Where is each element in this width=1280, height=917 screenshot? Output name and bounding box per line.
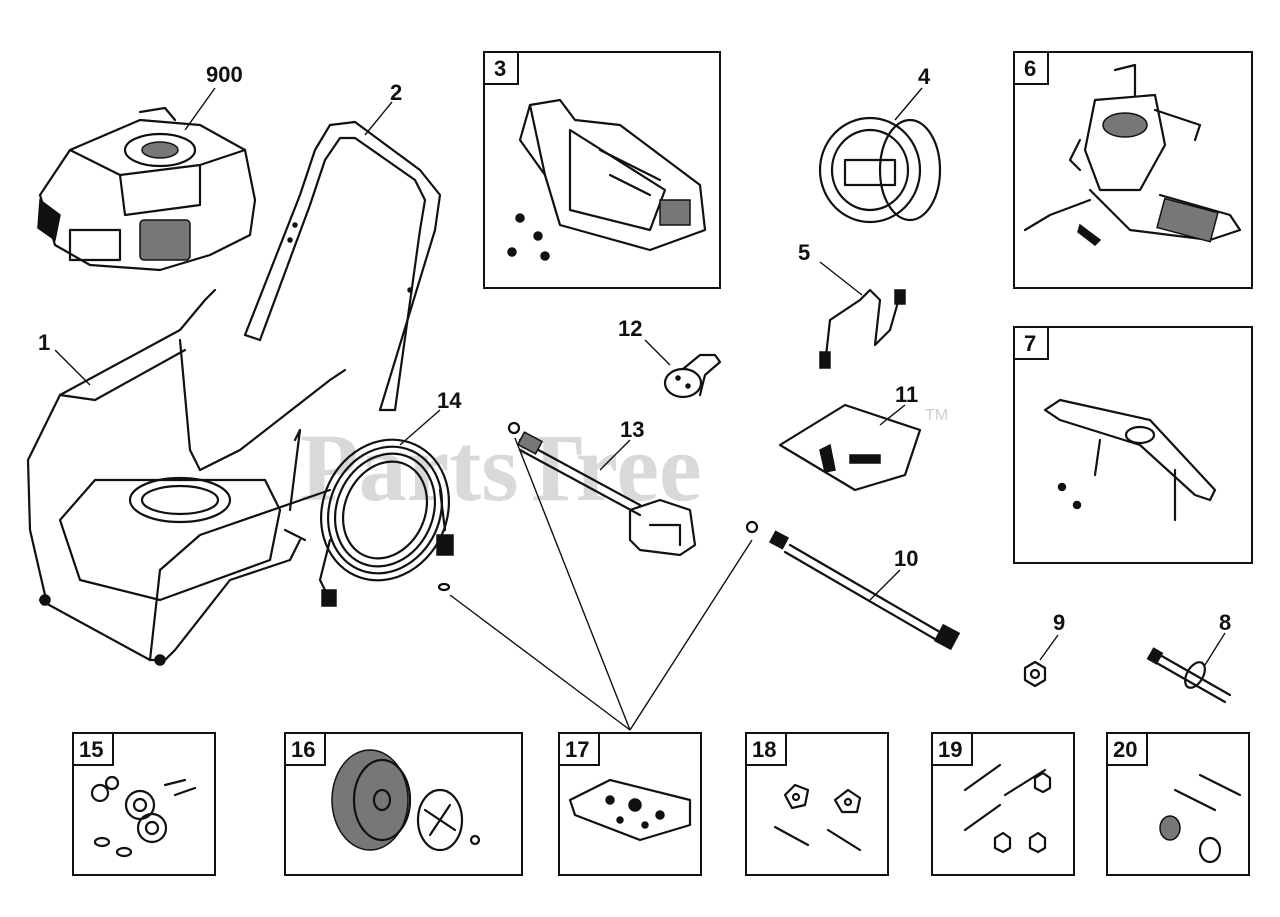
callout-1: 1 — [38, 330, 50, 355]
callout-2: 2 — [390, 80, 402, 105]
part-3-control-panel[interactable] — [507, 98, 707, 261]
part-10-wand[interactable] — [745, 520, 961, 651]
part-14-hose[interactable] — [298, 419, 471, 607]
part-6-pump[interactable] — [1023, 63, 1242, 246]
callout-13: 13 — [620, 417, 644, 442]
part-20-hardware[interactable] — [1159, 773, 1242, 864]
box-15-tag — [72, 732, 114, 766]
box-18-tag — [745, 732, 787, 766]
box-15-label: 15 — [79, 737, 103, 762]
box-3-label: 3 — [494, 56, 506, 81]
box-3 — [483, 51, 721, 289]
part-12-nozzle[interactable] — [663, 353, 722, 399]
part-8-axle[interactable] — [1146, 647, 1232, 704]
box-6-tag — [1013, 51, 1049, 85]
callout-11: 11 — [895, 382, 918, 407]
callout-5: 5 — [798, 240, 810, 265]
box-20-label: 20 — [1113, 737, 1137, 762]
callout-8: 8 — [1219, 610, 1231, 635]
box-3-tag — [483, 51, 519, 85]
callout-12: 12 — [618, 316, 642, 341]
box-16-tag — [284, 732, 326, 766]
part-13-spray-gun[interactable] — [507, 421, 697, 557]
callout-10: 10 — [894, 546, 918, 571]
box-7-label: 7 — [1024, 331, 1036, 356]
box-6 — [1013, 51, 1253, 289]
callout-14: 14 — [437, 388, 462, 413]
part-1-frame[interactable] — [26, 288, 347, 666]
part-7-bracket[interactable] — [1043, 398, 1217, 522]
part-19-hardware[interactable] — [963, 763, 1052, 854]
part-15-bearing-kit[interactable] — [90, 775, 197, 858]
box-18-label: 18 — [752, 737, 776, 762]
box-17-tag — [558, 732, 600, 766]
box-6-label: 6 — [1024, 56, 1036, 81]
kit-17-leaders — [449, 437, 753, 731]
part-16-wheel[interactable] — [331, 749, 481, 852]
part-17-plate[interactable] — [568, 778, 692, 842]
box-19-label: 19 — [938, 737, 962, 762]
callout-9: 9 — [1053, 610, 1065, 635]
box-19-tag — [931, 732, 973, 766]
box-16-label: 16 — [291, 737, 315, 762]
box-17-label: 17 — [565, 737, 589, 762]
box-7 — [1013, 326, 1253, 564]
part-2-handle[interactable] — [243, 120, 442, 412]
callout-900: 900 — [206, 62, 243, 87]
part-5-cable[interactable] — [819, 288, 906, 369]
box-20-tag — [1106, 732, 1148, 766]
part-900-engine[interactable] — [37, 87, 257, 272]
callout-4: 4 — [918, 64, 931, 89]
part-4-reel[interactable] — [818, 116, 942, 224]
box-7-tag — [1013, 326, 1049, 360]
part-18-knobs[interactable] — [773, 783, 862, 852]
part-9-nut[interactable] — [1023, 660, 1047, 688]
watermark-trademark: TM — [925, 407, 948, 424]
part-11-kit[interactable] — [778, 403, 922, 492]
